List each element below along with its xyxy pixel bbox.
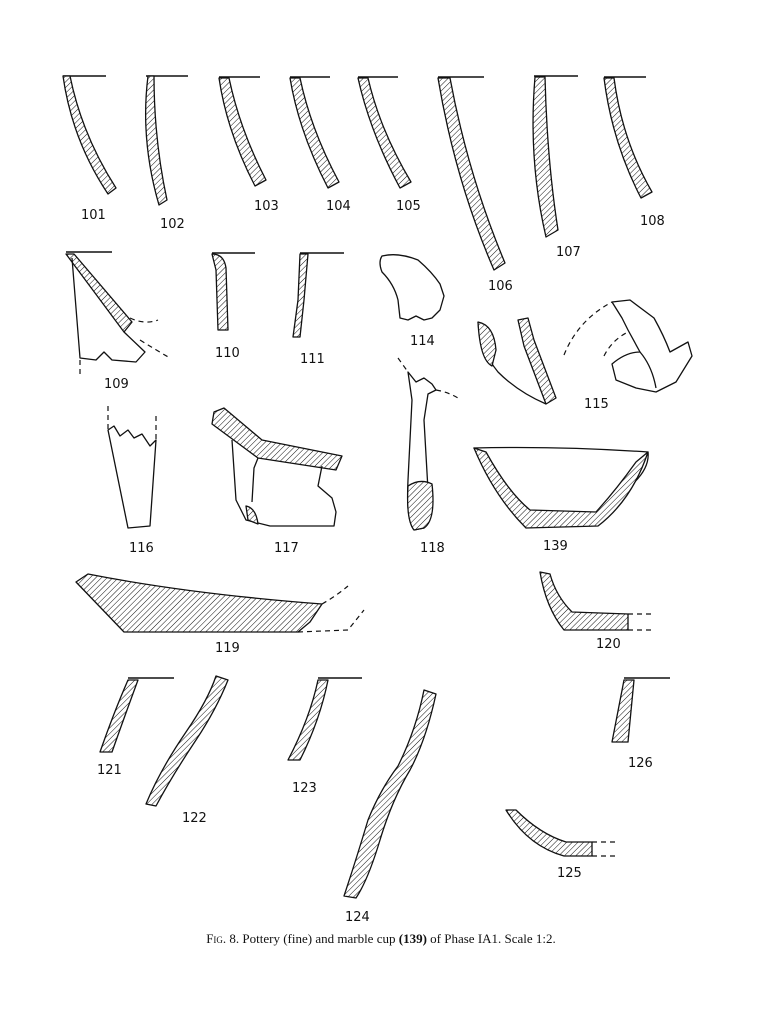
sherd-108 <box>603 76 653 199</box>
label-116: 116 <box>129 541 154 556</box>
label-115: 115 <box>584 397 609 412</box>
label-126: 126 <box>628 756 653 771</box>
label-106: 106 <box>488 279 513 294</box>
label-104: 104 <box>326 199 351 214</box>
sherd-114 <box>379 254 445 321</box>
sherd-104 <box>289 76 340 189</box>
label-119: 119 <box>215 641 240 656</box>
sherd-107 <box>532 75 578 238</box>
caption-prefix: Fig. <box>206 931 227 946</box>
label-120: 120 <box>596 637 621 652</box>
caption-text-b: of Phase IA1. Scale 1:2. <box>430 931 556 946</box>
sherd-106 <box>437 76 506 271</box>
label-108: 108 <box>640 214 665 229</box>
sherd-123 <box>287 677 362 761</box>
sherd-101 <box>62 75 117 195</box>
label-101: 101 <box>81 208 106 223</box>
sherd-117 <box>211 407 343 527</box>
sherd-122 <box>145 675 229 807</box>
sherd-139 <box>473 446 649 529</box>
label-103: 103 <box>254 199 279 214</box>
label-114: 114 <box>410 334 435 349</box>
sherd-105 <box>357 76 412 189</box>
sherd-103 <box>218 76 267 187</box>
label-122: 122 <box>182 811 207 826</box>
sherd-126 <box>611 677 670 743</box>
label-117: 117 <box>274 541 299 556</box>
caption-number: 8. <box>229 931 240 946</box>
label-121: 121 <box>97 763 122 778</box>
sherd-111 <box>292 252 344 338</box>
sherd-115 <box>477 299 693 405</box>
sherd-120 <box>539 571 652 631</box>
label-125: 125 <box>557 866 582 881</box>
label-139: 139 <box>543 539 568 554</box>
sherd-118 <box>397 357 459 531</box>
caption-text-a: Pottery (fine) and marble cup <box>242 931 396 946</box>
sherd-109 <box>65 251 171 378</box>
label-118: 118 <box>420 541 445 556</box>
sherd-110 <box>211 252 255 331</box>
sherd-121 <box>99 677 174 753</box>
label-107: 107 <box>556 245 581 260</box>
label-102: 102 <box>160 217 185 232</box>
label-110: 110 <box>215 346 240 361</box>
label-123: 123 <box>292 781 317 796</box>
sherd-124 <box>343 689 437 899</box>
label-111: 111 <box>300 352 325 367</box>
caption-bold: (139) <box>398 931 427 946</box>
label-105: 105 <box>396 199 421 214</box>
sherd-116 <box>107 406 157 529</box>
sherd-125 <box>505 809 616 857</box>
label-124: 124 <box>345 910 370 925</box>
sherd-119 <box>75 573 365 633</box>
sherd-102 <box>145 75 188 206</box>
figure-caption: Fig. 8. Pottery (fine) and marble cup (1… <box>0 931 762 947</box>
label-109: 109 <box>104 377 129 392</box>
